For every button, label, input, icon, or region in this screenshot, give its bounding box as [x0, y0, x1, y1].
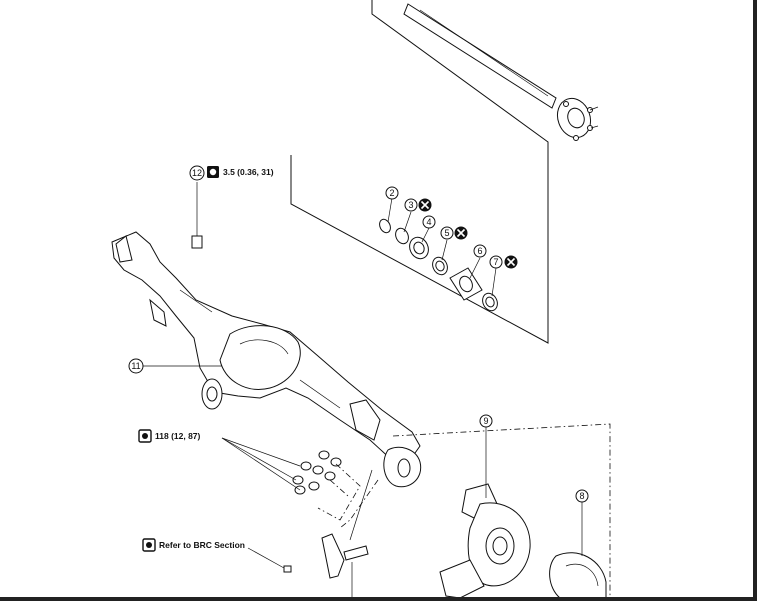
svg-text:11: 11 — [131, 361, 140, 371]
svg-text:Refer to BRC Section: Refer to BRC Section — [159, 540, 245, 550]
svg-text:9: 9 — [483, 416, 488, 426]
svg-text:5: 5 — [444, 228, 449, 238]
callout-4: 4 — [422, 215, 436, 229]
callout-8: 8 — [575, 489, 589, 503]
axle-shaft-group — [290, 0, 599, 344]
callout-11: 11 — [128, 358, 144, 374]
callout-7: 7 — [489, 255, 503, 269]
callout-9: 9 — [479, 414, 493, 428]
svg-text:3: 3 — [408, 200, 413, 210]
brake-assembly — [439, 426, 607, 599]
mounting-nuts — [221, 437, 361, 521]
svg-text:7: 7 — [493, 257, 498, 267]
do-not-reuse-icon — [454, 226, 468, 240]
do-not-reuse-icon — [504, 255, 518, 269]
svg-text:2: 2 — [389, 188, 394, 198]
callout-5: 5 — [440, 226, 454, 240]
torque-wrench-icon — [142, 538, 156, 552]
do-not-reuse-icon — [418, 198, 432, 212]
callout-12: 12 — [189, 165, 205, 181]
svg-text:8: 8 — [579, 491, 584, 501]
svg-text:6: 6 — [477, 246, 482, 256]
svg-text:12: 12 — [192, 168, 202, 178]
callout-2: 2 — [385, 186, 399, 200]
svg-text:118 (12, 87): 118 (12, 87) — [155, 431, 201, 441]
bearing-seal-group — [379, 218, 498, 312]
wheel-sensor — [247, 469, 373, 601]
callout-3: 3 — [404, 198, 418, 212]
bottom-border — [0, 597, 757, 601]
axle-housing — [111, 182, 422, 488]
torque-wrench-icon — [138, 429, 152, 443]
svg-text:4: 4 — [426, 217, 431, 227]
brc-reference: Refer to BRC Section — [142, 538, 245, 552]
right-border — [753, 0, 757, 601]
torque-spec-nuts: 118 (12, 87) — [138, 429, 201, 443]
torque-spec-bolt: 3.5 (0.36, 31) — [207, 166, 274, 178]
svg-text:3.5 (0.36, 31): 3.5 (0.36, 31) — [223, 167, 274, 177]
callout-6: 6 — [473, 244, 487, 258]
part-3 — [395, 227, 409, 245]
part-2 — [379, 218, 391, 234]
torque-wrench-icon — [207, 166, 219, 178]
